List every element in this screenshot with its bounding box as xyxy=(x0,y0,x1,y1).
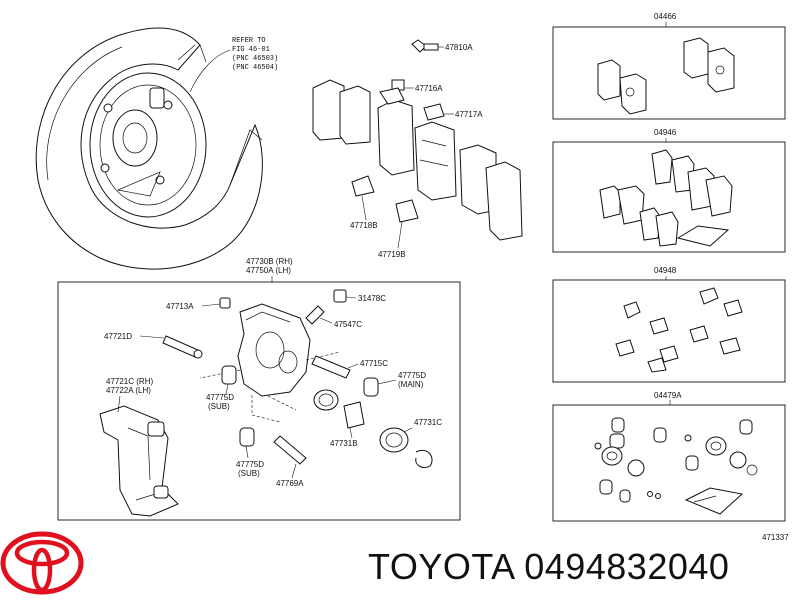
svg-text:47750A (LH): 47750A (LH) xyxy=(246,266,291,275)
svg-text:47775D: 47775D xyxy=(398,371,426,380)
svg-text:(PNC 46504): (PNC 46504) xyxy=(232,64,278,72)
svg-text:47810A: 47810A xyxy=(445,43,473,52)
svg-text:47731C: 47731C xyxy=(414,418,442,427)
svg-text:47718B: 47718B xyxy=(350,221,378,230)
svg-text:47722A (LH): 47722A (LH) xyxy=(106,386,151,395)
svg-text:47731B: 47731B xyxy=(330,439,358,448)
svg-text:47775D: 47775D xyxy=(206,393,234,402)
brand-part-number-text: TOYOTA 0494832040 xyxy=(368,546,730,587)
pad-set-drawing xyxy=(312,39,523,241)
svg-text:47716A: 47716A xyxy=(415,84,443,93)
caliper-part-labels: 47713A 31478C 47547C 47721D 47715C 47775… xyxy=(104,294,442,488)
svg-text:04948: 04948 xyxy=(654,266,677,275)
svg-text:47730B (RH): 47730B (RH) xyxy=(246,257,293,266)
svg-text:04946: 04946 xyxy=(654,128,677,137)
dust-shield-assembly xyxy=(35,27,263,270)
kit-04479A: 04479A xyxy=(552,391,786,522)
svg-text:47713A: 47713A xyxy=(166,302,194,311)
caliper-header: 47730B (RH) 47750A (LH) xyxy=(246,257,293,282)
refer-note: REFER TO FIG 46-01 (PNC 46503) (PNC 4650… xyxy=(189,37,278,93)
svg-text:31478C: 31478C xyxy=(358,294,386,303)
svg-text:47721C (RH): 47721C (RH) xyxy=(106,377,153,386)
top-part-labels: 47810A 47716A 47717A 47718B 47719B xyxy=(350,43,483,259)
caliper-assembly-box xyxy=(57,281,461,521)
figure-number: 471337 xyxy=(762,533,789,542)
svg-text:04466: 04466 xyxy=(654,12,677,21)
svg-text:47775D: 47775D xyxy=(236,460,264,469)
svg-text:47721D: 47721D xyxy=(104,332,132,341)
svg-text:(MAIN): (MAIN) xyxy=(398,380,424,389)
svg-text:REFER TO: REFER TO xyxy=(232,37,266,45)
svg-text:FIG 46-01: FIG 46-01 xyxy=(232,46,270,54)
svg-text:04479A: 04479A xyxy=(654,391,682,400)
svg-text:(SUB): (SUB) xyxy=(238,469,260,478)
svg-text:(PNC 46503): (PNC 46503) xyxy=(232,55,278,63)
svg-text:47717A: 47717A xyxy=(455,110,483,119)
svg-text:47715C: 47715C xyxy=(360,359,388,368)
svg-text:47547C: 47547C xyxy=(334,320,362,329)
svg-text:(SUB): (SUB) xyxy=(208,402,230,411)
kit-04946: 04946 xyxy=(552,128,786,253)
toyota-logo-icon xyxy=(0,531,84,595)
svg-text:47719B: 47719B xyxy=(378,250,406,259)
caliper-drawing xyxy=(99,289,433,517)
svg-text:47769A: 47769A xyxy=(276,479,304,488)
kit-04948: 04948 xyxy=(552,266,786,383)
kit-04466: 04466 xyxy=(552,12,786,120)
